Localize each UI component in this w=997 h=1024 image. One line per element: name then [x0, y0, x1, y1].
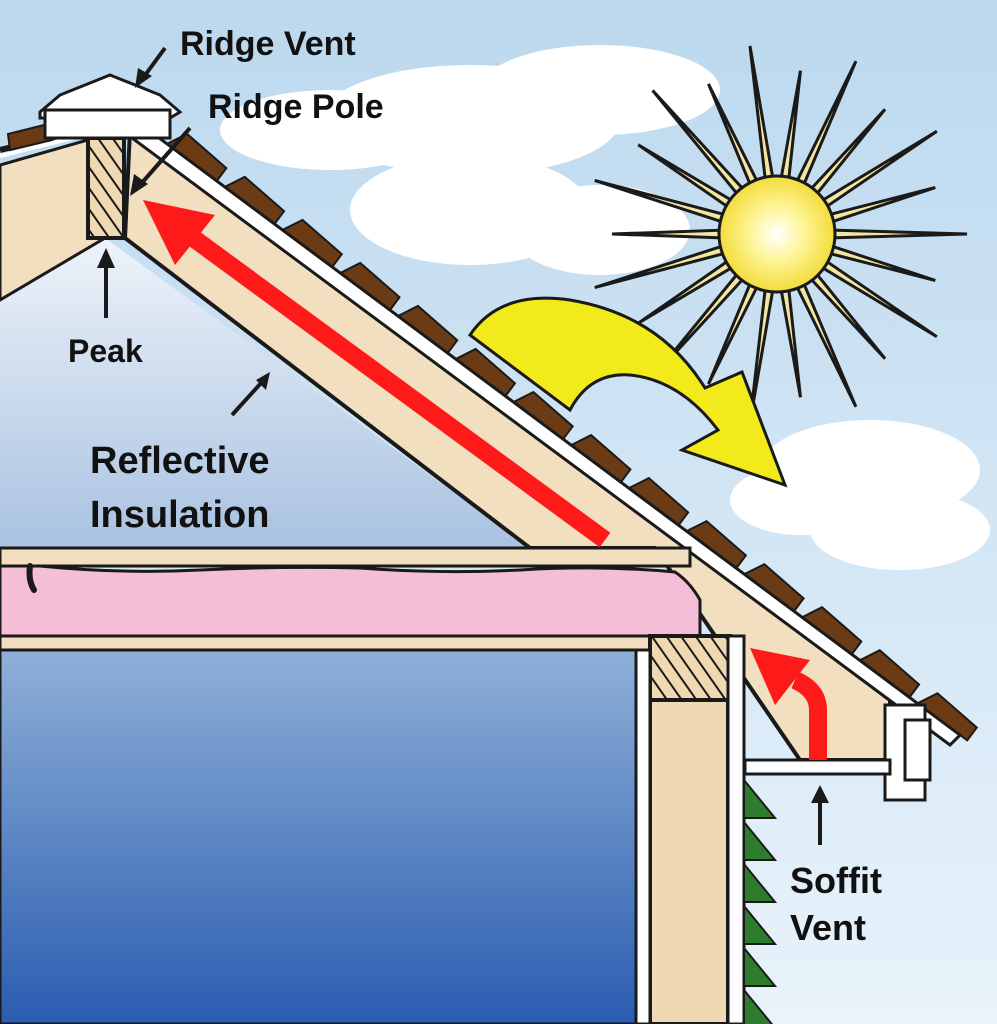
siding-board — [743, 945, 778, 987]
siding-board — [743, 777, 778, 819]
wall-stud — [648, 698, 730, 1024]
soffit-vent-label-line2: Vent — [790, 907, 866, 948]
pink-insulation — [0, 564, 702, 638]
siding-board — [743, 903, 778, 945]
siding-board — [743, 819, 778, 861]
ceiling-trim — [0, 634, 652, 652]
attic-space — [0, 238, 530, 548]
ridge-pole-label: Ridge Pole — [208, 88, 384, 126]
siding — [743, 777, 778, 1024]
peak-label: Peak — [68, 333, 143, 369]
ridge-vent — [38, 73, 183, 140]
clouds — [220, 45, 990, 570]
reflective-insulation-label-line2: Insulation — [90, 494, 269, 536]
soffit-vent-label-line1: Soffit — [790, 860, 882, 901]
ridge-pole — [86, 136, 126, 240]
reflective-insulation-label-line1: Reflective — [90, 440, 270, 482]
soffit-panel — [743, 758, 892, 776]
wall-top-plate — [648, 634, 732, 702]
sheathing — [726, 634, 746, 1024]
ceiling-joist — [0, 546, 692, 568]
siding-board — [743, 987, 774, 1024]
ridge-vent-label: Ridge Vent — [180, 25, 356, 63]
pointer-arrow-icon — [97, 46, 829, 845]
airflow-arrow-icon — [143, 200, 827, 760]
siding-board — [743, 861, 778, 903]
roof-shingles — [6, 110, 979, 742]
room-interior — [0, 648, 638, 1024]
reflection-arrow-icon — [467, 296, 788, 488]
sun-icon — [594, 45, 968, 423]
